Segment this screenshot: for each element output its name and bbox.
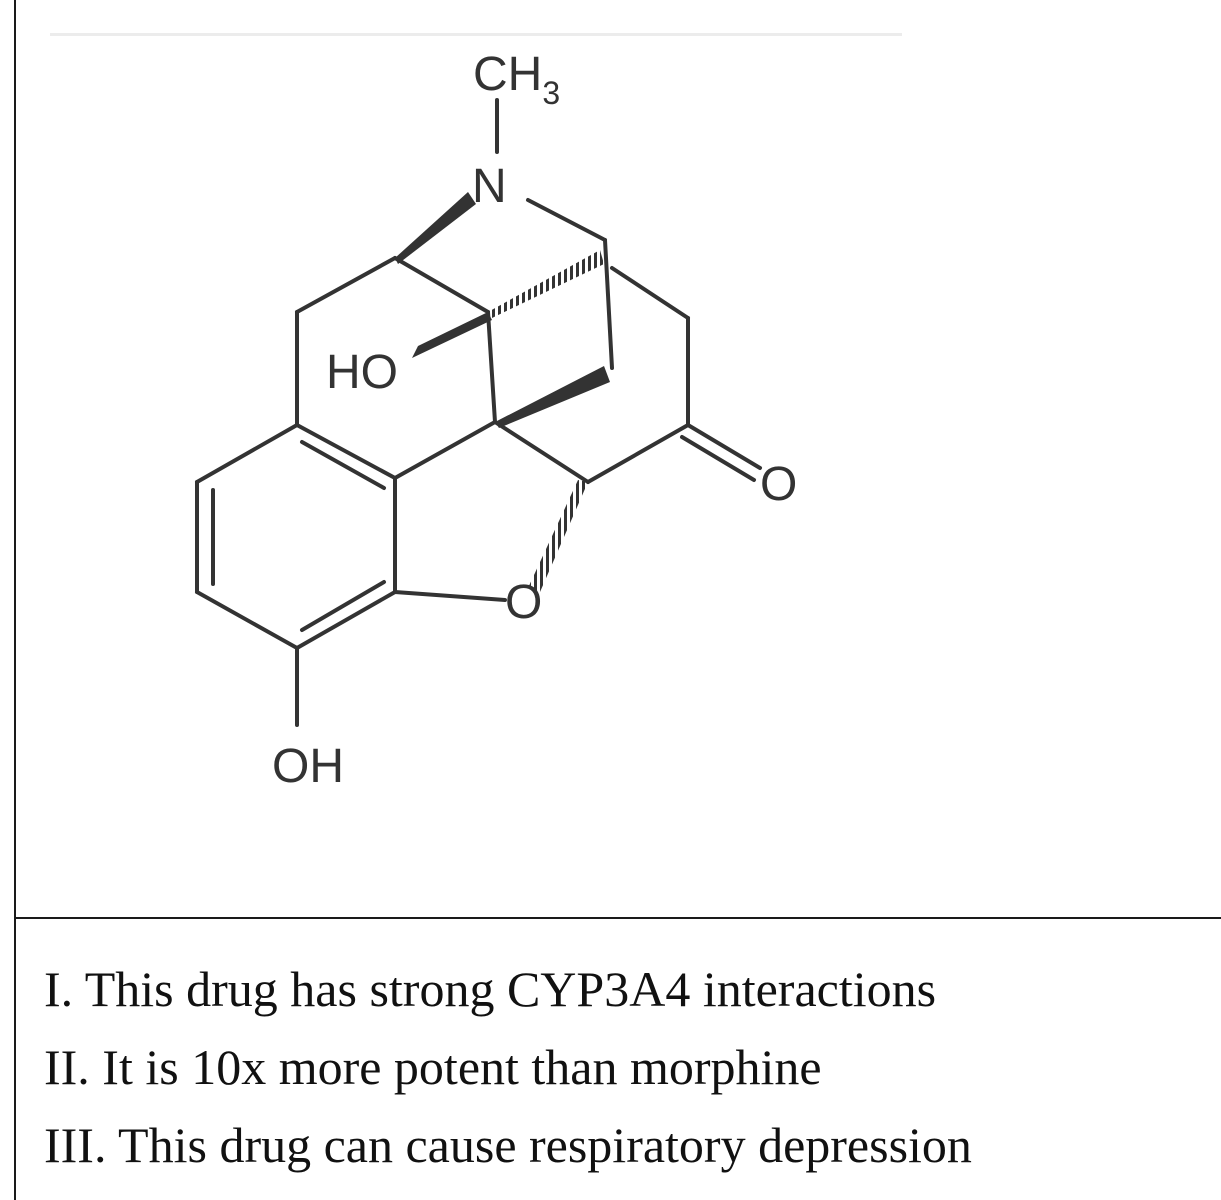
- bond-arom-1-inner: [300, 440, 386, 490]
- hydroxyl-bridge-label: HO: [326, 346, 398, 399]
- bond-ether: [393, 590, 507, 602]
- bond-ring-right-c: [586, 423, 690, 484]
- bond-lines: [195, 98, 762, 727]
- bond-c9-c14: [393, 256, 490, 314]
- bond-arom-6: [195, 423, 299, 484]
- hashed-bonds: [488, 250, 604, 592]
- wedge-c9-n: [395, 192, 476, 264]
- nitrogen-label: N: [472, 160, 507, 213]
- wedge-bonds: [395, 192, 610, 428]
- statement-list: I. This drug has strong CYP3A4 interacti…: [44, 950, 972, 1184]
- wedge-center-bridge: [495, 366, 610, 428]
- bond-ring-right-a: [610, 266, 690, 320]
- bond-arom-3: [295, 590, 397, 650]
- bond-c9-c10: [295, 256, 397, 314]
- bond-ch2-bridge: [603, 238, 614, 370]
- ether-oxygen-label: O: [505, 576, 542, 629]
- wedge-c14-oh: [412, 312, 492, 358]
- bond-ketone-a: [686, 423, 762, 470]
- bond-c14-center: [486, 310, 497, 424]
- chemical-structure: CH3 N HO O O OH: [195, 48, 797, 793]
- statement-1: I. This drug has strong CYP3A4 interacti…: [44, 961, 937, 1017]
- ketone-oxygen-label: O: [760, 458, 797, 511]
- frame-divider: [14, 917, 1221, 919]
- bond-c5-center: [493, 420, 590, 484]
- frame-left-border: [14, 0, 16, 1200]
- bond-n-ch2: [526, 198, 607, 242]
- phenol-label: OH: [272, 740, 344, 793]
- bond-center-arom: [393, 420, 497, 480]
- statement-2: II. It is 10x more potent than morphine: [44, 1039, 822, 1095]
- statement-3: III. This drug can cause respiratory dep…: [44, 1117, 972, 1173]
- bond-arom-3-inner: [300, 580, 386, 632]
- bond-arom-1: [295, 423, 397, 480]
- methyl-label: CH3: [473, 48, 560, 111]
- faint-top-rule: [50, 33, 902, 36]
- bond-arom-4: [195, 590, 299, 650]
- bond-ketone-b: [680, 435, 756, 482]
- hash-c5-ether: [528, 480, 588, 592]
- hash-c14-c13: [488, 250, 604, 318]
